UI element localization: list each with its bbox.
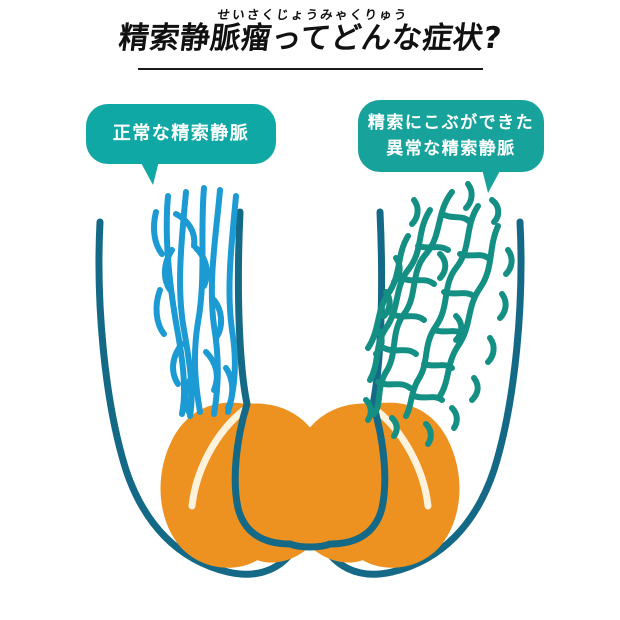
callout-abnormal-vein[interactable]: 精索にこぶができた 異常な精索静脈: [358, 100, 544, 172]
epididymis-right: [326, 400, 389, 548]
callout-left-tail: [140, 161, 159, 185]
scrotal-septum: [286, 540, 334, 551]
callout-left-label: 正常な精索静脈: [112, 123, 250, 144]
callout-right-label-line2: 異常な精索静脈: [386, 139, 516, 159]
varicose-spermatic-vein-bundle: [363, 181, 515, 447]
normal-spermatic-vein-bundle: [151, 185, 239, 419]
title-underline: [138, 68, 483, 70]
testicle-right: [289, 402, 460, 568]
callout-right-label-line1: 精索にこぶができた: [367, 113, 535, 133]
callout-right-tail: [482, 169, 501, 193]
scrotum-inner-wall: [234, 208, 386, 408]
epididymis-left: [231, 400, 294, 548]
callout-normal-vein[interactable]: 正常な精索静脈: [86, 104, 276, 164]
